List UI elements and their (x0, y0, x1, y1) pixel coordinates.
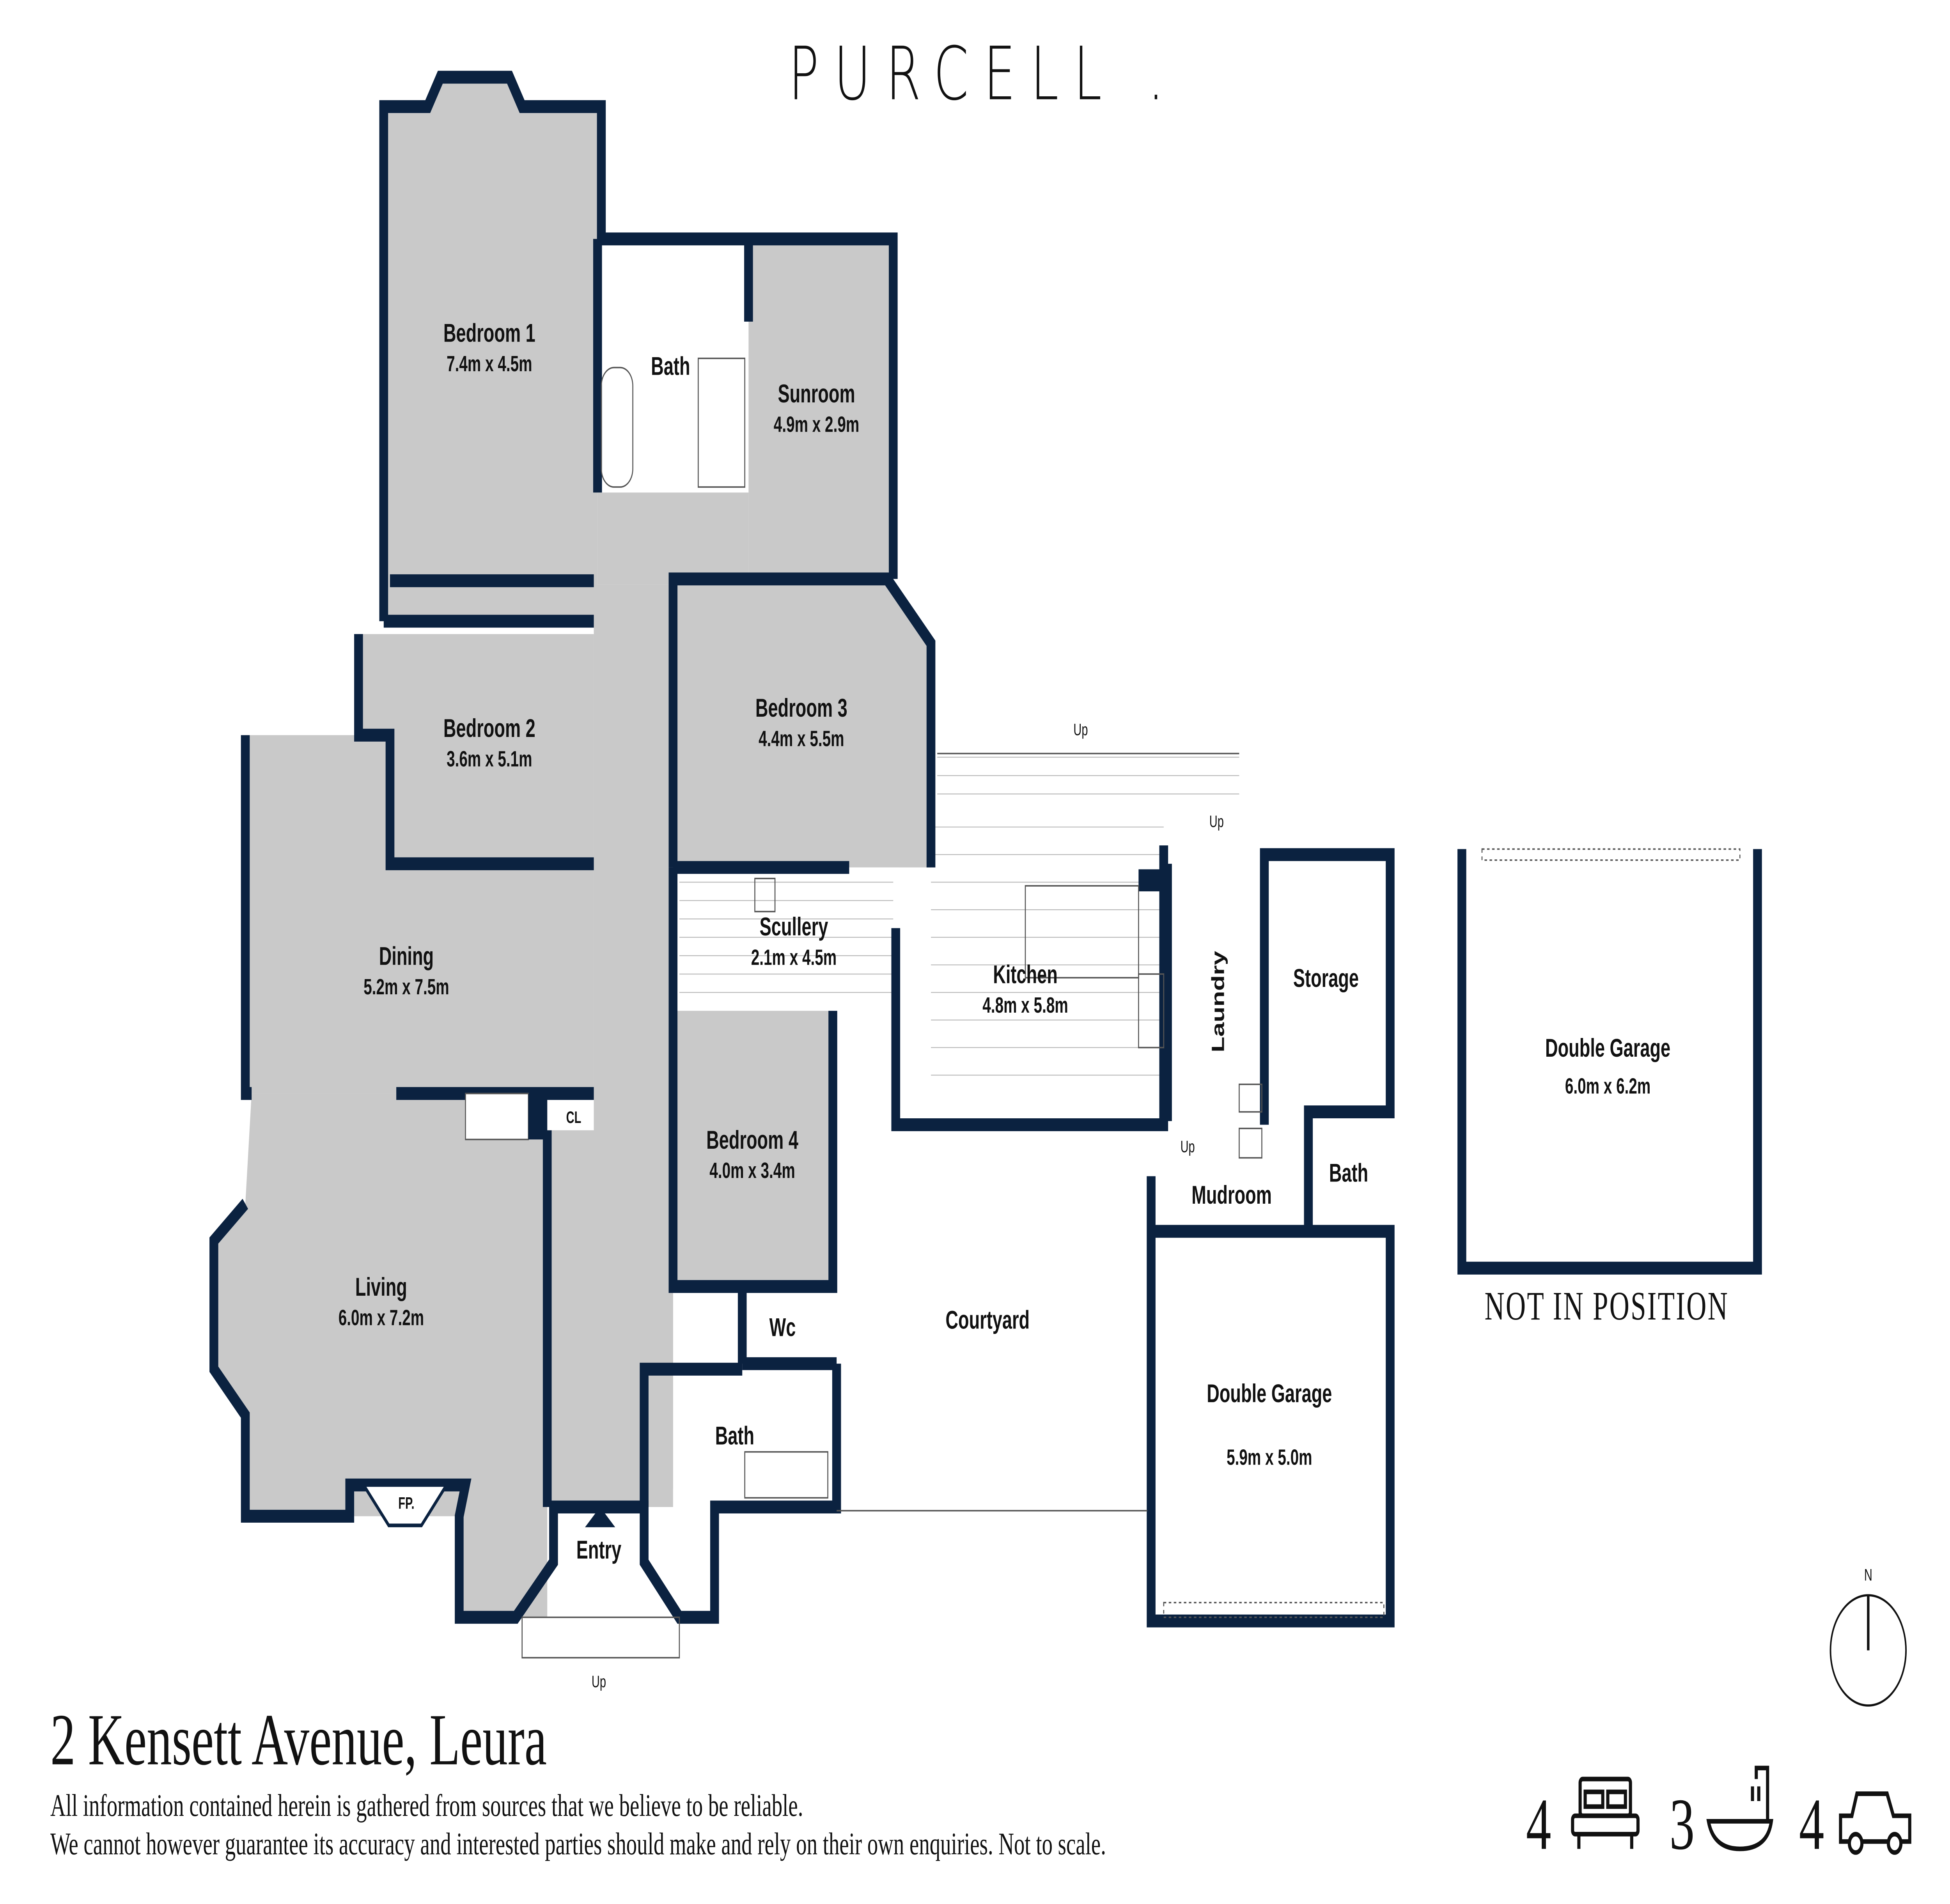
room-name: Kitchen (993, 960, 1058, 989)
fixtures (360, 358, 1741, 1659)
room-name: Bedroom 1 (443, 319, 535, 347)
timber-floor (679, 756, 1239, 1076)
room-name: Living (355, 1272, 407, 1301)
room-dims: 4.8m x 5.8m (982, 993, 1068, 1018)
car-space-count: 4 (1799, 1784, 1824, 1865)
disclaimer-line: We cannot however guarantee its accuracy… (50, 1827, 1106, 1861)
north-label: N (1864, 1566, 1872, 1584)
room-name: Bath (651, 352, 690, 381)
room-name: Storage (1293, 964, 1359, 993)
up-label: Up (1073, 720, 1088, 739)
room-name: Bath (1329, 1158, 1368, 1187)
property-stats: 4 3 4 (1526, 1766, 1911, 1865)
room-dims: 6.0m x 6.2m (1565, 1074, 1650, 1098)
bed-icon (1571, 1776, 1640, 1849)
room-dims: 6.0m x 7.2m (339, 1305, 424, 1330)
disclaimer-line: All information contained herein is gath… (50, 1788, 803, 1823)
room-dims: 4.0m x 3.4m (709, 1158, 795, 1183)
room-name: Sunroom (778, 379, 855, 408)
room-dims: 5.2m x 7.5m (363, 975, 449, 999)
up-label: Up (1181, 1137, 1195, 1156)
logo: PURCELL . (789, 32, 1179, 117)
room-dims: 7.4m x 4.5m (447, 352, 532, 376)
room-name: Scullery (760, 912, 828, 941)
car-icon (1839, 1791, 1911, 1855)
bathtub-icon (1706, 1766, 1773, 1851)
room-name: Bedroom 3 (755, 694, 847, 723)
up-label: Up (1209, 812, 1224, 831)
up-label: Up (592, 1672, 606, 1691)
room-name: Wc (769, 1313, 796, 1342)
room-name: Entry (576, 1535, 622, 1564)
fireplace-label: FP. (398, 1494, 414, 1513)
room-name: Laundry (1208, 951, 1228, 1052)
room-labels: Bedroom 1 7.4m x 4.5m Bath Sunroom 4.9m … (339, 319, 1729, 1691)
room-dims: 3.6m x 5.1m (447, 747, 532, 771)
room-name: Double Garage (1545, 1034, 1670, 1063)
closet-label: CL (566, 1108, 581, 1126)
room-name: Bedroom 4 (706, 1125, 798, 1154)
room-dims: 5.9m x 5.0m (1227, 1445, 1312, 1470)
bedroom-count: 4 (1526, 1784, 1551, 1865)
room-name: Bath (715, 1421, 754, 1450)
room-name: Dining (379, 942, 434, 971)
room-name: Double Garage (1207, 1379, 1332, 1408)
room-dims: 2.1m x 4.5m (751, 945, 837, 970)
bathroom-count: 3 (1670, 1784, 1695, 1865)
not-in-position-note: NOT IN POSITION (1484, 1284, 1729, 1328)
room-dims: 4.4m x 5.5m (759, 726, 844, 751)
room-name: Mudroom (1191, 1181, 1272, 1210)
room-name: Courtyard (945, 1305, 1030, 1334)
room-name: Bedroom 2 (443, 714, 535, 743)
room-fills (214, 77, 931, 1617)
north-compass: N (1829, 1566, 1907, 1707)
room-dims: 4.9m x 2.9m (774, 412, 859, 437)
property-address: 2 Kensett Avenue, Leura (50, 1699, 547, 1780)
